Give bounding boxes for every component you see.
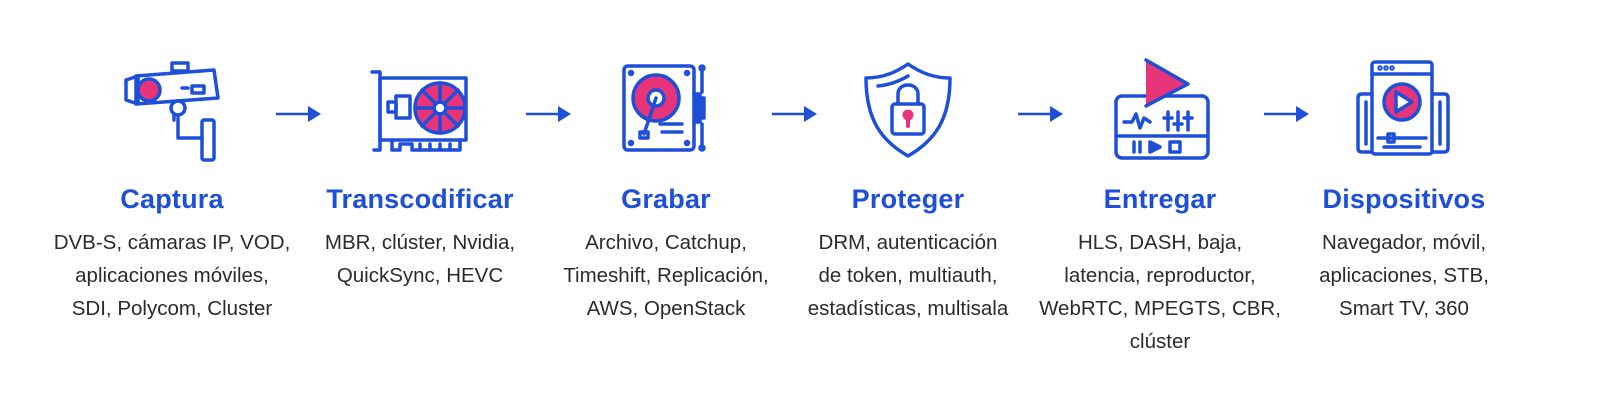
- step-title: Dispositivos: [1322, 184, 1486, 214]
- step-description: Navegador, móvil, aplicaciones, STB, Sma…: [1319, 231, 1489, 320]
- step-title: Entregar: [1103, 184, 1217, 214]
- security-camera-icon: [122, 58, 222, 162]
- step-title: Grabar: [621, 184, 711, 214]
- step-description: MBR, clúster, Nvidia, QuickSync, HEVC: [324, 231, 516, 287]
- step-description: Archivo, Catchup, Timeshift, Replicación…: [563, 231, 769, 320]
- media-player-icon: [1110, 58, 1210, 162]
- flow-arrow-2: [526, 104, 572, 124]
- step-title: Captura: [120, 184, 224, 214]
- flow-arrow-5: [1264, 104, 1310, 124]
- flow-arrow-1: [276, 104, 322, 124]
- mobile-play-icon: [1354, 58, 1454, 162]
- flow-arrow-3: [772, 104, 818, 124]
- step-description: DRM, autenticación de token, multiauth, …: [807, 231, 1009, 320]
- step-description: HLS, DASH, baja, latencia, reproductor, …: [1039, 231, 1281, 353]
- step-title: Transcodificar: [326, 184, 514, 214]
- flow-arrow-4: [1018, 104, 1064, 124]
- step-description: DVB-S, cámaras IP, VOD, aplicaciones móv…: [53, 231, 291, 320]
- graphics-card-icon: [370, 58, 470, 162]
- shield-lock-icon: [858, 58, 958, 162]
- hard-drive-icon: [616, 58, 716, 162]
- step-title: Proteger: [851, 184, 965, 214]
